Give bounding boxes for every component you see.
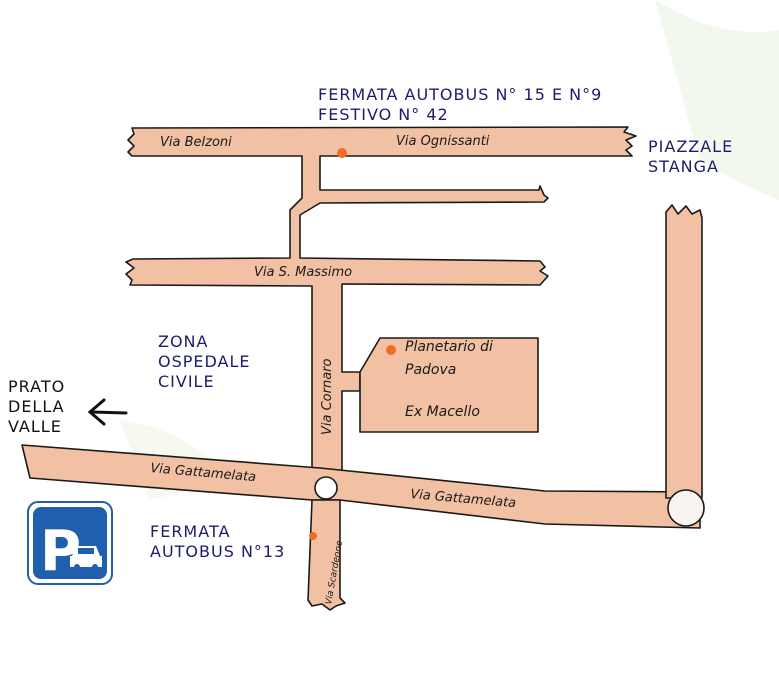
prato-label-3: VALLE [8,417,62,436]
road-via-belzoni-ognissanti [125,126,637,479]
parking-icon: P [27,501,113,585]
planetario-label: Planetario di [405,339,493,355]
road-piazzale-stanga [665,204,703,499]
bus-stop-top-line2: FESTIVO N° 42 [318,105,449,124]
piazzale-label-1: PIAZZALE [648,137,733,156]
street-label-s-massimo: Via S. Massimo [254,265,352,280]
piazzale-label-2: STANGA [648,157,719,176]
prato-label-1: PRATO [8,377,65,396]
planetario-label-2: Padova [405,362,456,378]
prato-label-2: DELLA [8,397,65,416]
bus-stop-marker [309,532,317,540]
block-planetario-ex-macello [359,337,539,433]
street-label-belzoni: Via Belzoni [160,135,232,150]
bus-stop-top-line1: FERMATA AUTOBUS N° 15 E N°9 [318,85,602,104]
background-greenery [655,0,779,200]
road-via-scardeone [307,499,346,611]
bus-stop-marker [337,148,347,158]
bus-stop-bottom-line1: FERMATA [150,522,230,541]
roundabout-icon [667,489,705,527]
car-icon [70,546,102,570]
street-label-ognissanti: Via Ognissanti [396,134,490,149]
street-label-cornaro: Via Cornaro [320,358,335,435]
zona-label-3: CIVILE [158,372,215,391]
arrow-left-icon [87,398,128,426]
zona-label-1: ZONA [158,332,208,351]
roundabout-icon [314,476,338,500]
ex-macello-label: Ex Macello [405,404,480,420]
zona-label-2: OSPEDALE [158,352,251,371]
road-via-gattamelata [21,444,701,529]
planetario-marker [386,345,396,355]
bus-stop-bottom-line2: AUTOBUS N°13 [150,542,285,561]
